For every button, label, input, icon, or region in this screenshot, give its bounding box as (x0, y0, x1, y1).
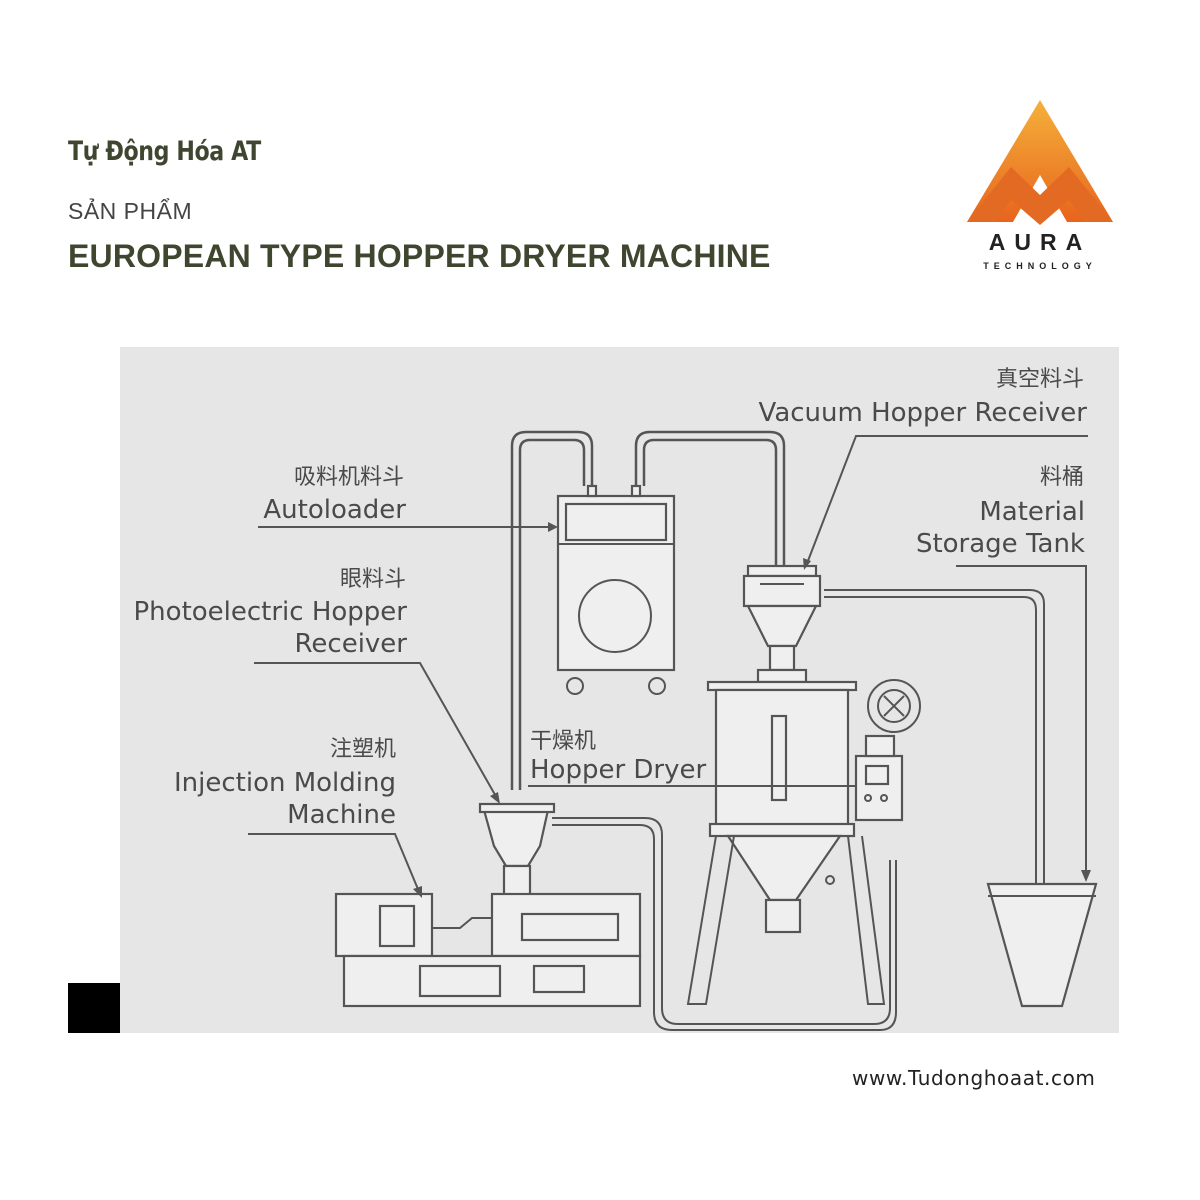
dryer-label: Hopper Dryer (530, 755, 707, 785)
autoloader-unit (556, 484, 676, 695)
injection-molding-machine (334, 802, 642, 1008)
brand-name: Tự Động Hóa AT (68, 136, 261, 167)
corner-block (68, 983, 120, 1033)
vacuum-receiver-cn: 真空料斗 (996, 367, 1084, 392)
aura-logo: AURA TECHNOLOGY (967, 100, 1113, 271)
injection-label-1: Injection Molding (174, 768, 396, 798)
section-label: SẢN PHẨM (68, 198, 193, 224)
logo-name: AURA (989, 229, 1091, 255)
autoloader-cn: 吸料机料斗 (294, 465, 404, 490)
photo-receiver-cn: 眼料斗 (340, 567, 406, 592)
storage-tank-label-2: Storage Tank (916, 529, 1085, 559)
autoloader-label: Autoloader (263, 495, 406, 525)
injection-label-2: Machine (287, 800, 396, 830)
injection-cn: 注塑机 (330, 737, 396, 762)
vacuum-receiver-label: Vacuum Hopper Receiver (759, 398, 1088, 428)
logo-m-icon (967, 167, 1113, 225)
material-storage-tank (986, 882, 1098, 1008)
vacuum-hopper-receiver (742, 564, 822, 672)
dryer-cn: 干燥机 (530, 729, 596, 754)
storage-tank-cn: 料桶 (1040, 465, 1084, 490)
diagram-labels: 真空料斗 Vacuum Hopper Receiver 料桶 Material … (134, 367, 1088, 830)
leader-lines (248, 435, 1091, 898)
logo-tagline: TECHNOLOGY (983, 261, 1097, 271)
photo-receiver-label-1: Photoelectric Hopper (134, 597, 408, 627)
page-title: EUROPEAN TYPE HOPPER DRYER MACHINE (68, 238, 771, 274)
hopper-dryer-unit (686, 668, 921, 1005)
website-url[interactable]: www.Tudonghoaat.com (852, 1066, 1096, 1090)
photo-receiver-label-2: Receiver (295, 629, 408, 659)
storage-tank-label-1: Material (979, 497, 1085, 527)
conveying-pipes (510, 430, 1045, 1031)
